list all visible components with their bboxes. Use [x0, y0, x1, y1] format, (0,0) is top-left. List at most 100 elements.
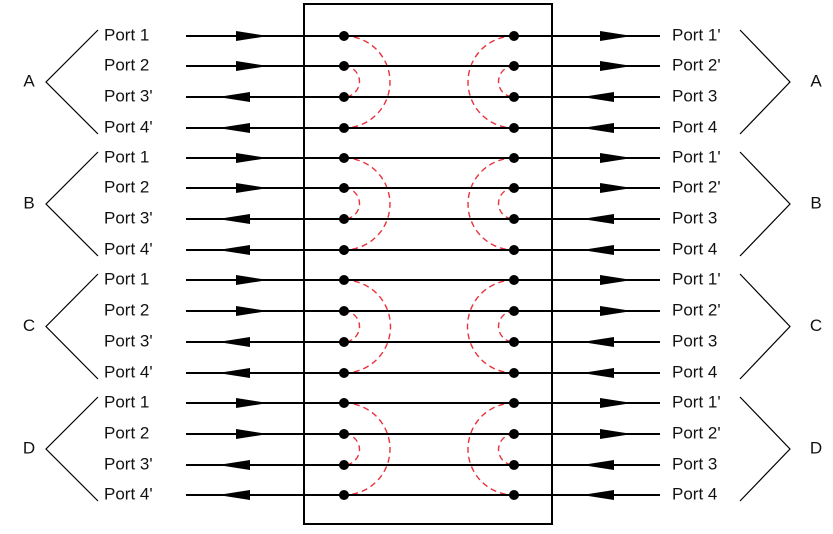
group-brace-right — [739, 396, 791, 502]
left-port-label: Port 4' — [104, 117, 153, 136]
contact-dot — [339, 460, 349, 470]
right-port-label: Port 2' — [672, 300, 721, 319]
left-port-label: Port 2 — [104, 177, 149, 196]
contact-dot — [339, 92, 349, 102]
loopback-arc-outer-right — [467, 35, 515, 129]
arrow-right-segment — [582, 337, 614, 347]
loopback-arc-inner-right — [497, 65, 515, 98]
arrow-right-segment — [582, 123, 614, 133]
contact-dot — [509, 337, 519, 347]
left-port-label: Port 3' — [104, 454, 153, 473]
group-label-left: A — [23, 71, 35, 90]
contact-dot — [509, 153, 519, 163]
arrow-right-segment — [600, 31, 632, 41]
right-port-label: Port 2' — [672, 423, 721, 442]
contact-dot — [509, 245, 519, 255]
contact-dot — [509, 183, 519, 193]
contact-dot — [509, 92, 519, 102]
group-brace-right — [739, 29, 791, 135]
contact-dot — [509, 275, 519, 285]
arrow-left-segment — [236, 183, 268, 193]
left-port-label: Port 2 — [104, 423, 149, 442]
contact-dot — [509, 61, 519, 71]
arrow-right-segment — [600, 429, 632, 439]
loopback-arc-inner-right — [497, 187, 515, 220]
arrow-right-segment — [582, 245, 614, 255]
arrow-left-segment — [236, 61, 268, 71]
loopback-arc-outer-left — [343, 157, 391, 251]
left-port-label: Port 4' — [104, 239, 153, 258]
group-brace-left — [45, 273, 99, 380]
arrow-right-segment — [600, 275, 632, 285]
loopback-arc-outer-left — [343, 35, 391, 129]
left-port-label: Port 3' — [104, 208, 153, 227]
contact-dot — [509, 398, 519, 408]
arrow-right-segment — [600, 61, 632, 71]
arrow-left-segment — [218, 214, 250, 224]
left-port-label: Port 4' — [104, 484, 153, 503]
right-port-label: Port 2' — [672, 177, 721, 196]
right-port-label: Port 1' — [672, 269, 721, 288]
contact-dot — [339, 275, 349, 285]
arrow-left-segment — [218, 368, 250, 378]
contact-dot — [339, 214, 349, 224]
right-port-label: Port 2' — [672, 55, 721, 74]
group-label-left: B — [23, 193, 34, 212]
contact-dot — [339, 398, 349, 408]
arrow-right-segment — [600, 398, 632, 408]
arrow-left-segment — [236, 31, 268, 41]
contact-dot — [339, 123, 349, 133]
arrow-right-segment — [582, 214, 614, 224]
arrow-right-segment — [600, 306, 632, 316]
left-port-label: Port 1 — [104, 147, 149, 166]
right-port-label: Port 1' — [672, 25, 721, 44]
group-brace-left — [45, 396, 99, 502]
switch-box — [303, 3, 553, 525]
arrow-right-segment — [582, 368, 614, 378]
arrow-left-segment — [236, 306, 268, 316]
left-port-label: Port 1 — [104, 25, 149, 44]
arrow-left-segment — [236, 153, 268, 163]
group-brace-right — [739, 273, 791, 380]
arrow-left-segment — [236, 398, 268, 408]
left-port-label: Port 2 — [104, 55, 149, 74]
arrow-right-segment — [600, 183, 632, 193]
right-port-label: Port 3 — [672, 331, 717, 350]
contact-dot — [509, 123, 519, 133]
loopback-arc-inner-left — [343, 433, 361, 466]
loopback-arc-outer-right — [466, 279, 515, 374]
loopback-arc-inner-left — [343, 65, 361, 98]
group-label-left: C — [23, 316, 35, 335]
contact-dot — [339, 31, 349, 41]
group-label-right: A — [810, 71, 822, 90]
arrow-left-segment — [218, 92, 250, 102]
right-port-label: Port 4 — [672, 362, 717, 381]
group-label-right: D — [810, 438, 822, 457]
arrow-left-segment — [218, 460, 250, 470]
left-port-label: Port 3' — [104, 331, 153, 350]
contact-dot — [339, 368, 349, 378]
loopback-arc-inner-left — [343, 187, 361, 220]
contact-dot — [339, 245, 349, 255]
arrow-left-segment — [236, 275, 268, 285]
group-brace-right — [739, 151, 791, 257]
loopback-arc-outer-left — [343, 279, 392, 374]
contact-dot — [339, 61, 349, 71]
arrow-right-segment — [582, 460, 614, 470]
right-port-label: Port 1' — [672, 392, 721, 411]
group-label-right: B — [810, 193, 821, 212]
arrow-left-segment — [218, 490, 250, 500]
contact-dot — [339, 337, 349, 347]
arrow-right-segment — [600, 153, 632, 163]
arrow-right-segment — [582, 92, 614, 102]
arrow-right-segment — [582, 490, 614, 500]
right-port-label: Port 4 — [672, 117, 717, 136]
right-port-label: Port 4 — [672, 239, 717, 258]
contact-dot — [509, 460, 519, 470]
loopback-arc-outer-left — [343, 402, 391, 496]
contact-dot — [509, 429, 519, 439]
group-brace-left — [45, 151, 99, 257]
arrow-left-segment — [236, 429, 268, 439]
loopback-arc-inner-right — [497, 310, 515, 343]
